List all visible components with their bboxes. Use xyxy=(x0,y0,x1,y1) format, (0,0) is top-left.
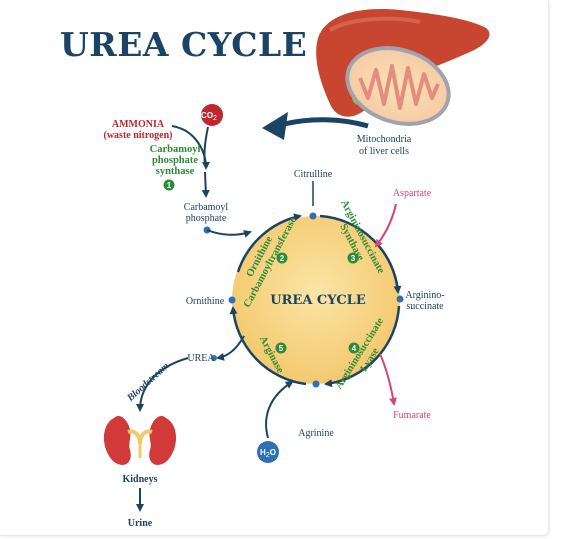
mitochondria-label-line2: of liver cells xyxy=(359,146,409,157)
enzyme4-step: 4 xyxy=(352,344,357,353)
argininosuccinate-node xyxy=(396,295,404,303)
ornithine-label: Ornithine xyxy=(186,296,225,307)
mito-to-cycle-arrow xyxy=(283,117,369,129)
carbamoyl-down-arrow xyxy=(201,171,210,198)
co2-sub: 2 xyxy=(213,115,217,122)
h2o-end: O xyxy=(270,448,276,457)
argininosuccinate-label-line2: succinate xyxy=(406,301,444,312)
enzyme1-step: 1 xyxy=(167,181,172,190)
bloodstream-arrow xyxy=(136,357,189,412)
cycle-center-label: UREA CYCLE xyxy=(270,293,366,308)
enzyme1-line3: synthase xyxy=(156,166,195,177)
mitochondria-label-line1: Mitochondria xyxy=(357,134,412,145)
bloodstream-label: Bloodstream xyxy=(124,360,171,404)
enzyme1-line1: Carbamoyl xyxy=(150,144,201,155)
enzyme2-step-badge xyxy=(276,252,288,264)
diagram-title: UREA CYCLE xyxy=(60,25,307,64)
enzyme5-step-badge xyxy=(275,342,287,354)
h2o-main: H xyxy=(260,448,266,457)
h2o-arrow xyxy=(265,380,294,439)
cycle-arc-ornithine-citrulline xyxy=(236,213,302,273)
carbamoyl-label-line1: Carbamoyl xyxy=(184,202,229,213)
enzyme1-line2: phosphate xyxy=(152,155,198,166)
h2o-badge xyxy=(257,441,279,463)
enzyme3-step-badge xyxy=(347,252,359,264)
cycle-arc-argininosuccinate-arginine xyxy=(324,305,401,388)
bloodstream-label-group: Bloodstream xyxy=(124,360,171,404)
citrulline-label: Citrulline xyxy=(294,169,333,180)
fumarate-label: Fumarate xyxy=(393,410,431,421)
urea-node xyxy=(211,355,217,361)
co2-text: CO2 xyxy=(201,111,217,122)
urea-label: UREA xyxy=(187,353,215,364)
h2o-sub: 2 xyxy=(266,452,270,459)
urine-label: Urine xyxy=(128,518,153,529)
urea-out-arrow xyxy=(216,335,245,361)
fumarate-arrow xyxy=(379,353,397,406)
co2-main: CO xyxy=(201,111,213,120)
enzyme5-step: 5 xyxy=(279,344,284,353)
carbamoyl-label-line2: phosphate xyxy=(186,213,227,224)
arginine-node xyxy=(312,380,320,388)
citrulline-node xyxy=(309,212,317,220)
h2o-text: H2O xyxy=(260,448,276,459)
aspartate-arrow xyxy=(374,203,397,248)
enzyme1-step-badge xyxy=(163,179,175,191)
co2-arrow xyxy=(203,126,209,167)
enzyme4-step-badge xyxy=(348,342,360,354)
argininosuccinate-label-line1: Arginino- xyxy=(405,290,444,301)
co2-badge xyxy=(201,104,223,126)
kidneys-label: Kidneys xyxy=(122,474,157,485)
aspartate-label: Aspartate xyxy=(393,188,432,199)
enzyme2-step: 2 xyxy=(280,254,285,263)
carbamoyl-to-cycle-arrow xyxy=(206,229,252,238)
ornithine-node xyxy=(228,296,236,304)
mitochondria-illustration xyxy=(345,46,451,126)
enzyme3-step: 3 xyxy=(351,254,356,263)
ammonia-label: AMMONIA xyxy=(112,119,165,130)
kidneys-illustration xyxy=(103,416,177,465)
arginine-label: Agrinine xyxy=(298,428,334,439)
cycle-arc-citrulline-argininosuccinate xyxy=(319,214,402,294)
ammonia-sublabel: (waste nitrogen) xyxy=(104,130,173,141)
